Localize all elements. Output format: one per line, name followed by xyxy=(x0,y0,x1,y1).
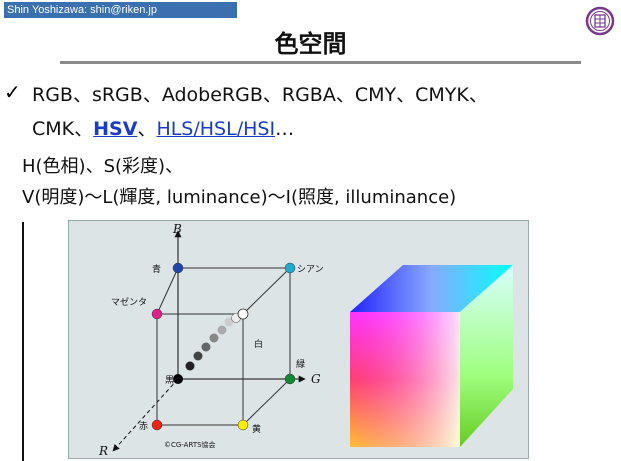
black-corner xyxy=(173,374,183,384)
r-axis xyxy=(112,378,179,452)
gray-diagonal xyxy=(185,313,241,371)
left-frame-line xyxy=(22,222,24,461)
yellow-label: 黄 xyxy=(252,423,261,435)
yellow-corner xyxy=(237,419,249,431)
rgb-cube-diagram: B G R 青 シアン マゼンタ 白 黒 緑 赤 黄 ©CG-ARTS協会 xyxy=(98,222,513,458)
blue-corner xyxy=(172,262,184,274)
check-bullet-icon: ✓ xyxy=(4,80,21,104)
black-label: 黒 xyxy=(165,375,174,386)
green-corner xyxy=(284,373,296,385)
color-models-line-2: CMK、HSV、HLS/HSL/HSI… xyxy=(32,114,294,141)
red-corner xyxy=(151,419,163,431)
slide-title: 色空間 xyxy=(274,30,347,58)
color-models-line-1: RGB、sRGB、AdobeRGB、RGBA、CMY、CMYK、 xyxy=(32,84,488,106)
title-divider xyxy=(60,61,581,64)
hls-link[interactable]: HLS/HSL/HSI xyxy=(156,118,276,140)
blue-label: 青 xyxy=(152,263,161,275)
red-label: 赤 xyxy=(139,421,148,432)
line2-prefix: CMK、 xyxy=(32,118,94,140)
ellipsis: … xyxy=(275,118,295,140)
author-label: Shin Yoshizawa: shin@riken.jp xyxy=(4,2,237,18)
hsv-description-2: V(明度)〜L(輝度, luminance)〜I(照度, illuminance… xyxy=(22,187,457,208)
color-cube-render xyxy=(350,265,513,447)
white-label: 白 xyxy=(254,338,263,350)
white-corner xyxy=(237,308,249,320)
separator: 、 xyxy=(137,118,157,140)
cube-edges xyxy=(156,267,291,426)
magenta-corner xyxy=(151,308,163,320)
rgb-cube-figure: B G R 青 シアン マゼンタ 白 黒 緑 赤 黄 ©CG-ARTS協会 xyxy=(68,220,529,459)
axis-g-label: G xyxy=(311,372,321,386)
hsv-description-1: H(色相)、S(彩度)、 xyxy=(22,156,184,177)
cyan-corner xyxy=(284,262,296,274)
axis-b-label: B xyxy=(172,222,182,236)
university-logo-icon xyxy=(585,6,615,36)
hsv-link[interactable]: HSV xyxy=(93,118,138,140)
cyan-label: シアン xyxy=(297,265,324,275)
credit-label: ©CG-ARTS協会 xyxy=(164,440,216,449)
axis-r-label: R xyxy=(98,444,108,458)
green-label: 緑 xyxy=(296,358,305,370)
magenta-label: マゼンタ xyxy=(111,296,147,308)
